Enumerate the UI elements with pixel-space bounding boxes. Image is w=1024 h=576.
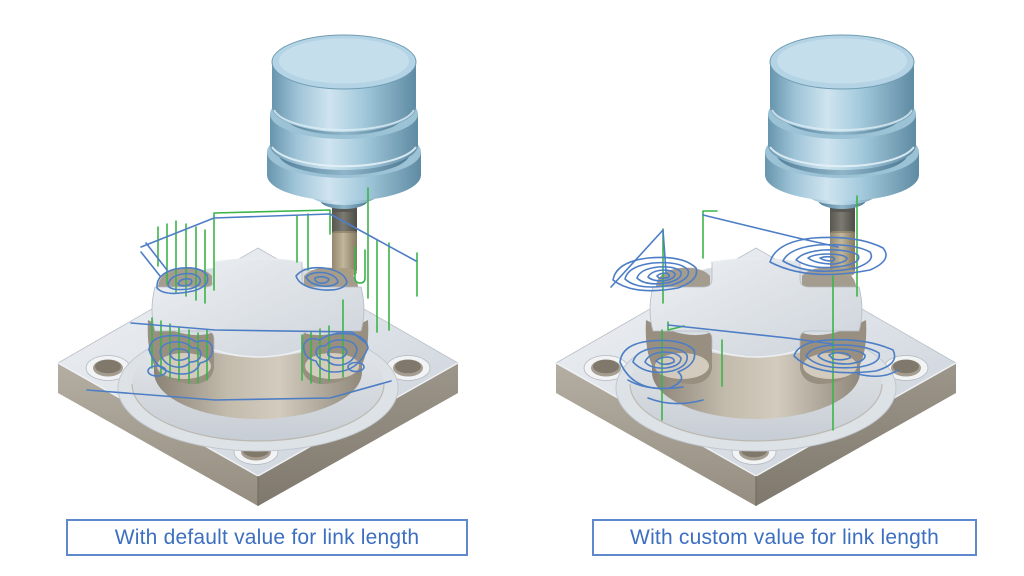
cad-render-default	[57, 34, 459, 507]
toolpath-links-default	[86, 187, 418, 401]
cad-render-custom	[555, 34, 957, 507]
caption-default-link-length: With default value for link length	[66, 519, 468, 556]
caption-custom-link-length: With custom value for link length	[592, 519, 977, 556]
cad-comparison-figure	[57, 34, 957, 507]
toolpath-links-custom	[610, 195, 899, 431]
